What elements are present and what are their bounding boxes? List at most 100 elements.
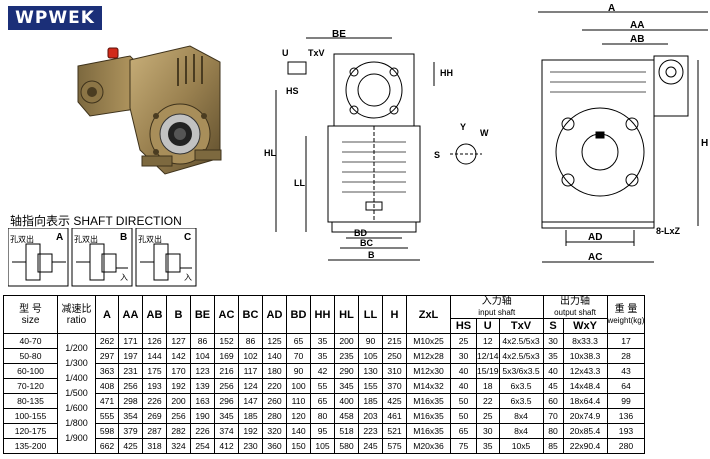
table-cell: 140 (262, 348, 287, 364)
table-cell: 297 (95, 348, 119, 364)
table-cell: 345 (214, 408, 239, 424)
table-cell: 256 (214, 378, 239, 394)
table-cell: 598 (95, 423, 119, 439)
table-cell: 256 (166, 408, 191, 424)
header-col: BE (190, 295, 215, 334)
label-s: S (434, 150, 440, 160)
label-zxl: 8-LxZ (656, 226, 681, 236)
table-cell: 245 (358, 438, 383, 454)
table-cell: 518 (334, 423, 359, 439)
table-cell: 20x74.9 (562, 408, 608, 424)
size-cell: 135-200 (3, 438, 58, 454)
table-cell: 14x48.4 (562, 378, 608, 394)
label-hh: HH (440, 68, 453, 78)
table-cell: 461 (382, 408, 407, 424)
table-cell: 280 (262, 408, 287, 424)
label-ll: LL (294, 178, 305, 188)
header-col: BD (286, 295, 311, 334)
table-cell: 45 (542, 378, 564, 394)
shaft-a-letter: A (56, 232, 63, 243)
table-header-row-2: HS U TxV S WxY (4, 318, 645, 334)
table-cell: 30 (542, 333, 564, 349)
table-cell: 318 (142, 438, 167, 454)
table-cell: 287 (142, 423, 167, 439)
label-be: BE (332, 29, 346, 40)
table-cell: 8x4 (498, 423, 544, 439)
table-cell: 226 (190, 423, 215, 439)
header-col: H (382, 295, 407, 334)
table-cell: 200 (166, 393, 191, 409)
table-cell: 425 (118, 438, 143, 454)
table-cell: 120 (286, 408, 311, 424)
label-ad: AD (588, 232, 602, 243)
table-cell: M16x35 (406, 408, 451, 424)
table-cell: 4x2.5/5x3 (498, 348, 544, 364)
table-cell: 8x33.3 (562, 333, 608, 349)
table-cell: 18x64.4 (562, 393, 608, 409)
table-cell: M14x32 (406, 378, 451, 394)
table-cell: 282 (166, 423, 191, 439)
table-cell: 130 (358, 363, 383, 379)
table-cell: 65 (450, 423, 477, 439)
table-cell: 50 (450, 408, 477, 424)
table-cell: 144 (142, 348, 167, 364)
table-cell: 64 (606, 378, 646, 394)
header-col: AD (262, 295, 287, 334)
side-view-drawing: A AA AB H AD AC 8-LxZ (538, 3, 708, 263)
table-cell: 12x43.3 (562, 363, 608, 379)
table-cell: 171 (118, 333, 143, 349)
table-cell: 18 (476, 378, 500, 394)
table-cell: 175 (142, 363, 167, 379)
table-cell: 17 (606, 333, 646, 349)
shaft-c-label: 孔双出 (138, 234, 162, 244)
table-cell: 28 (606, 348, 646, 364)
table-cell: 117 (238, 363, 263, 379)
header-col: B (166, 295, 191, 334)
label-bd: BD (354, 228, 367, 238)
table-cell: 40 (450, 378, 477, 394)
label-bc: BC (360, 238, 373, 248)
table-cell: 580 (334, 438, 359, 454)
table-cell: 65 (310, 393, 335, 409)
label-h: H (701, 138, 708, 149)
table-cell: 193 (142, 378, 167, 394)
table-cell: 521 (382, 423, 407, 439)
table-cell: 102 (238, 348, 263, 364)
shaft-b-label: 孔双出 (74, 234, 98, 244)
header-input-col: TxV (498, 318, 544, 334)
table-cell: 140 (286, 423, 311, 439)
table-cell: 262 (95, 333, 119, 349)
table-cell: 230 (238, 438, 263, 454)
product-photo (77, 45, 222, 175)
table-cell: 85 (542, 438, 564, 454)
size-cell: 50-80 (3, 348, 58, 364)
brand-logo: WPWEK (8, 6, 102, 30)
table-cell: 192 (166, 378, 191, 394)
table-cell: 124 (238, 378, 263, 394)
shaft-a-label: 孔双出 (10, 234, 34, 244)
table-cell: M12x30 (406, 363, 451, 379)
label-aa: AA (630, 20, 644, 31)
table-cell: 136 (606, 408, 646, 424)
table-cell: 223 (358, 423, 383, 439)
table-cell: 4x2.5/5x3 (498, 333, 544, 349)
label-hl: HL (264, 148, 276, 158)
table-cell: 155 (358, 378, 383, 394)
table-cell: 22x90.4 (562, 438, 608, 454)
header-col: AA (118, 295, 143, 334)
table-cell: 22 (476, 393, 500, 409)
table-cell: 142 (166, 348, 191, 364)
table-cell: 40 (450, 363, 477, 379)
table-cell: M20x36 (406, 438, 451, 454)
table-cell: 185 (358, 393, 383, 409)
table-cell: 6x3.5 (498, 378, 544, 394)
table-cell: 65 (286, 333, 311, 349)
